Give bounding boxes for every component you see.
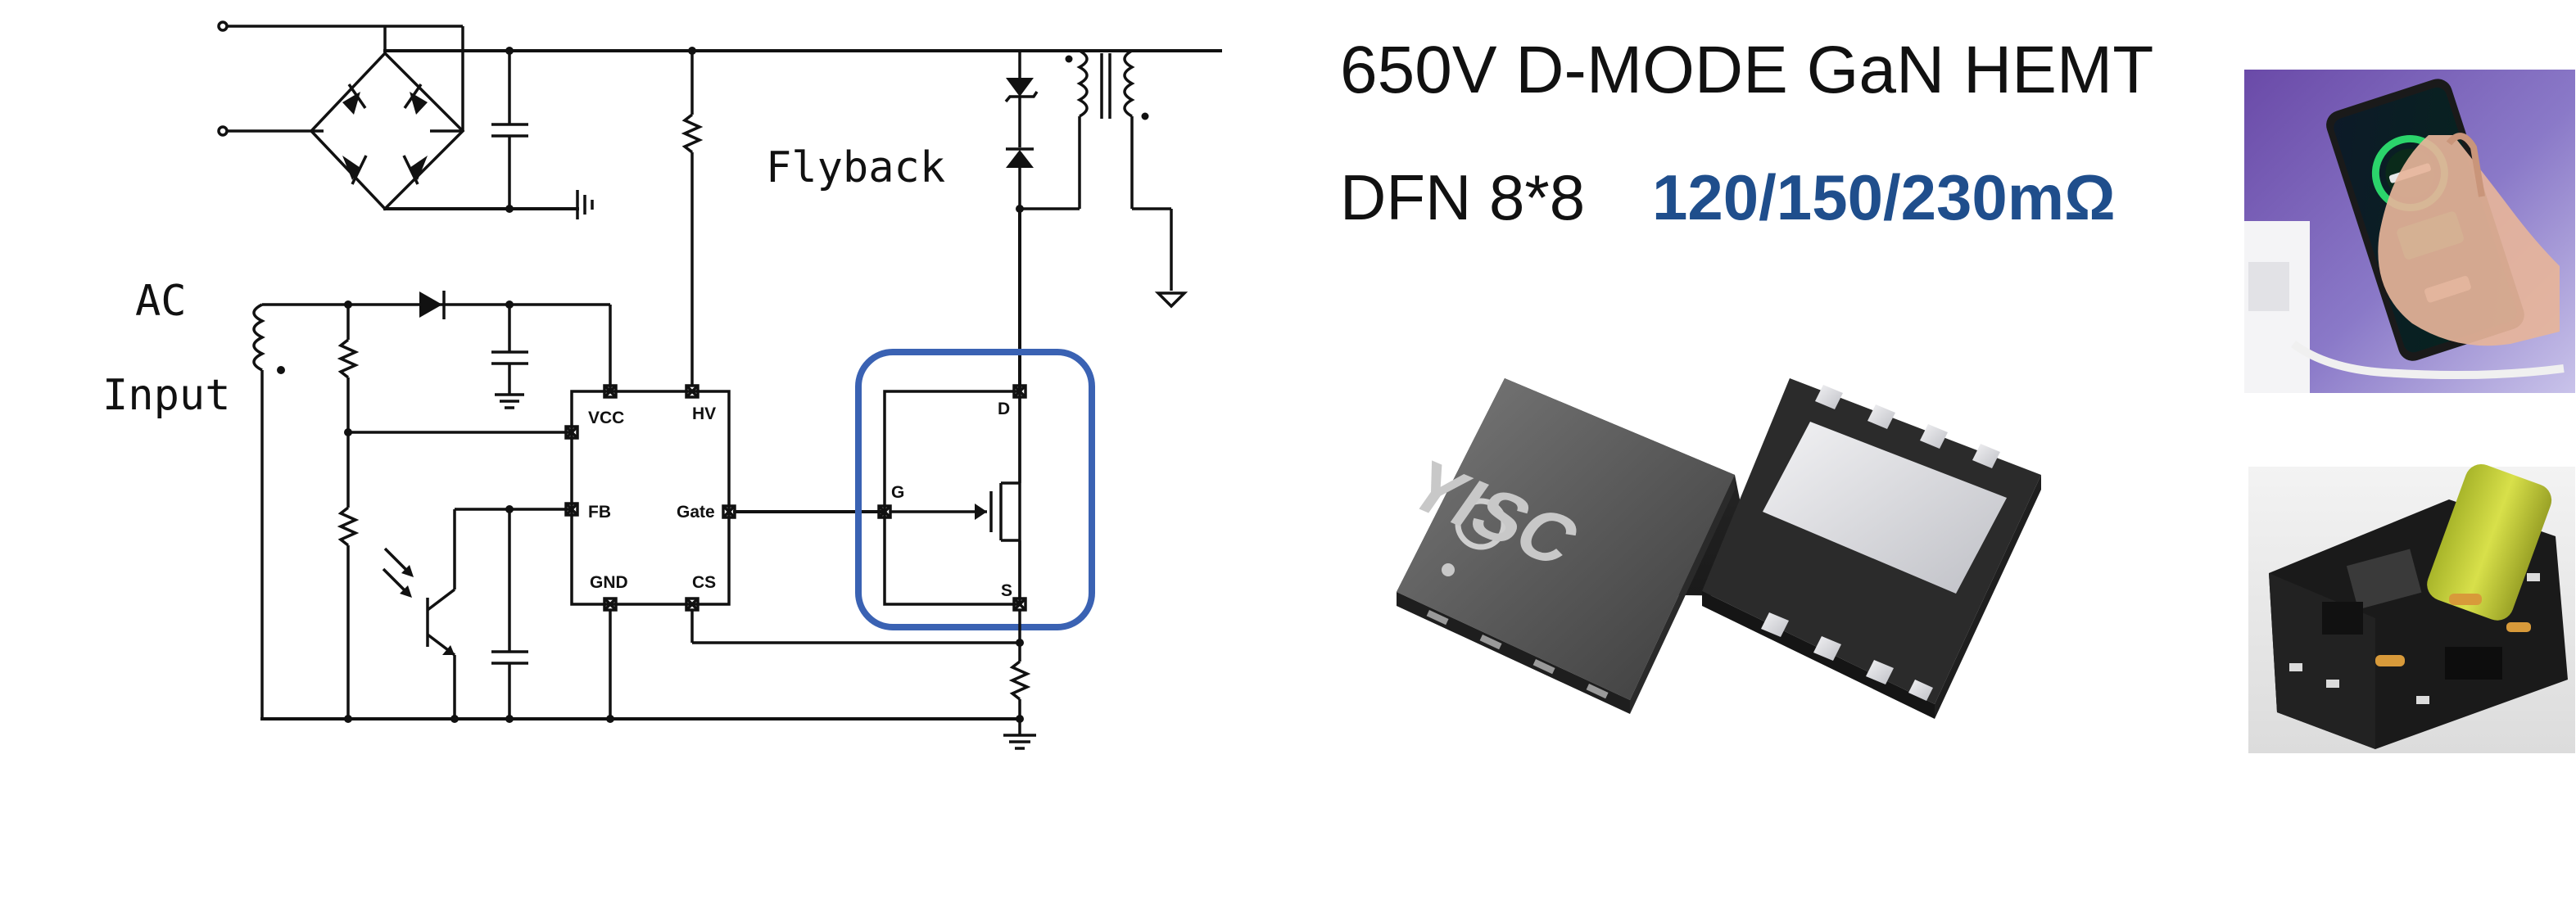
transformer bbox=[1065, 49, 1220, 309]
capacitor-yellow bbox=[2427, 463, 2552, 621]
pin-hv-label: HV bbox=[692, 404, 716, 423]
flyback-circuit: Flyback AC Input bbox=[102, 20, 1222, 750]
pin-s-label: S bbox=[1001, 581, 1012, 600]
pin-d-label: D bbox=[998, 400, 1010, 418]
chip-bottom-view bbox=[1702, 378, 2041, 719]
ac-terminal-top bbox=[217, 20, 229, 32]
bridge-rectifier bbox=[309, 26, 465, 211]
gan-hemt-symbol: D G S bbox=[877, 384, 1027, 612]
smartphone-charging-photo bbox=[2244, 70, 2575, 393]
chip-top-view: YISC bbox=[1392, 378, 1759, 714]
pin-gate-label: Gate bbox=[677, 503, 715, 522]
gan-hemt-highlight bbox=[855, 349, 1095, 630]
product-resistance: 120/150/230mΩ bbox=[1652, 161, 2116, 233]
thermal-pad bbox=[1763, 422, 2007, 594]
pin-cs-label: CS bbox=[692, 573, 716, 592]
controller-ic: VCC HV FB Gate GND CS bbox=[564, 384, 736, 612]
ac-label: AC bbox=[135, 277, 187, 326]
pin-vcc-label: VCC bbox=[588, 409, 624, 427]
pin-gnd-label: GND bbox=[590, 573, 628, 592]
input-label: Input bbox=[102, 371, 231, 420]
product-package: DFN 8*8 bbox=[1340, 161, 1585, 233]
flyback-label: Flyback bbox=[766, 143, 945, 192]
charger-pcb-photo bbox=[2248, 463, 2575, 753]
pin-fb-label: FB bbox=[588, 503, 611, 522]
pin-g-label: G bbox=[891, 483, 904, 502]
ac-terminal-bottom bbox=[217, 125, 229, 137]
product-title: 650V D-MODE GaN HEMT bbox=[1340, 33, 2153, 107]
optocoupler-phototransistor bbox=[382, 547, 456, 719]
chip-logo-icon bbox=[1455, 498, 1507, 550]
